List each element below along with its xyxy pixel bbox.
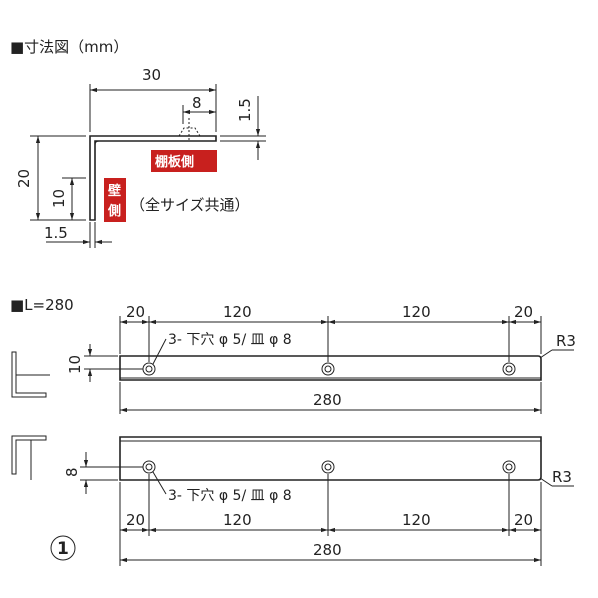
dim-1-5-top-label: 1.5 (236, 98, 254, 122)
view2-dim-120-b-label: 120 (402, 511, 431, 529)
countersink-hint (178, 127, 201, 137)
view1-dim-20-left-label: 20 (126, 303, 145, 321)
view2-hole-note: 3- 下穴 φ 5/ 皿 φ 8 (168, 488, 292, 504)
view2-dim-120-a-label: 120 (223, 511, 252, 529)
view1-hole-note: 3- 下穴 φ 5/ 皿 φ 8 (168, 332, 292, 348)
view1-hole-2 (321, 362, 335, 376)
view1-hole-3 (502, 362, 516, 376)
view1-radius-label: R3 (556, 332, 576, 350)
view1-hole-leader (152, 338, 167, 365)
drawing-title: ■寸法図（mm） (10, 38, 128, 56)
view1-dim-120-a-label: 120 (223, 303, 252, 321)
wall-side-badge (104, 178, 126, 222)
view1-dim-10-label: 10 (66, 355, 84, 374)
dim-1-5-bottom-label: 1.5 (44, 224, 68, 242)
view2-dim-280-label: 280 (313, 541, 342, 559)
view2-hole-leader (152, 471, 167, 495)
view2-dim-8-label: 8 (63, 467, 81, 477)
dim-30-label: 30 (142, 66, 161, 84)
wall-side-label-2: 側 (107, 203, 121, 219)
view2-profile-icon (11, 435, 47, 475)
angle-profile-outline (89, 135, 217, 221)
view2-hole-2 (321, 460, 335, 474)
view2-radius-label: R3 (552, 468, 572, 486)
item-number: 1 (57, 539, 69, 559)
view1-dim-280-label: 280 (313, 391, 342, 409)
inner-fillet (94, 140, 100, 146)
wall-side-label-1: 壁 (108, 183, 121, 199)
view1-hole-1 (142, 362, 156, 376)
view1-dim-120-b-label: 120 (402, 303, 431, 321)
view2-dim-20-left-label: 20 (126, 511, 145, 529)
view2-dim-20-right-label: 20 (514, 511, 533, 529)
length-label: ■L=280 (10, 296, 74, 314)
view2-hole-3 (502, 460, 516, 474)
view-1: 20 120 120 20 3- 下穴 φ 5/ 皿 φ 8 10 R3 280 (11, 303, 576, 414)
view-2: 8 3- 下穴 φ 5/ 皿 φ 8 R3 20 120 120 20 280 (11, 435, 574, 566)
shelf-side-label: 棚板側 (155, 154, 194, 170)
item-number-badge: 1 (50, 535, 76, 561)
dim-20-label: 20 (15, 169, 33, 188)
dim-8-label: 8 (192, 94, 202, 112)
view1-radius-leader-2 (539, 349, 553, 359)
shelf-side-badge (151, 150, 217, 172)
dim-10-label: 10 (50, 189, 68, 208)
view2-plate (119, 436, 542, 481)
angle-cross-section: 30 8 1.5 20 10 1.5 棚板側 壁 側 （全サイ (15, 66, 266, 248)
view2-hole-1 (142, 460, 156, 474)
view1-profile-icon (11, 351, 47, 398)
view1-dim-20-right-label: 20 (514, 303, 533, 321)
all-sizes-note: （全サイズ共通） (130, 196, 250, 214)
view2-radius-leader (539, 477, 553, 487)
